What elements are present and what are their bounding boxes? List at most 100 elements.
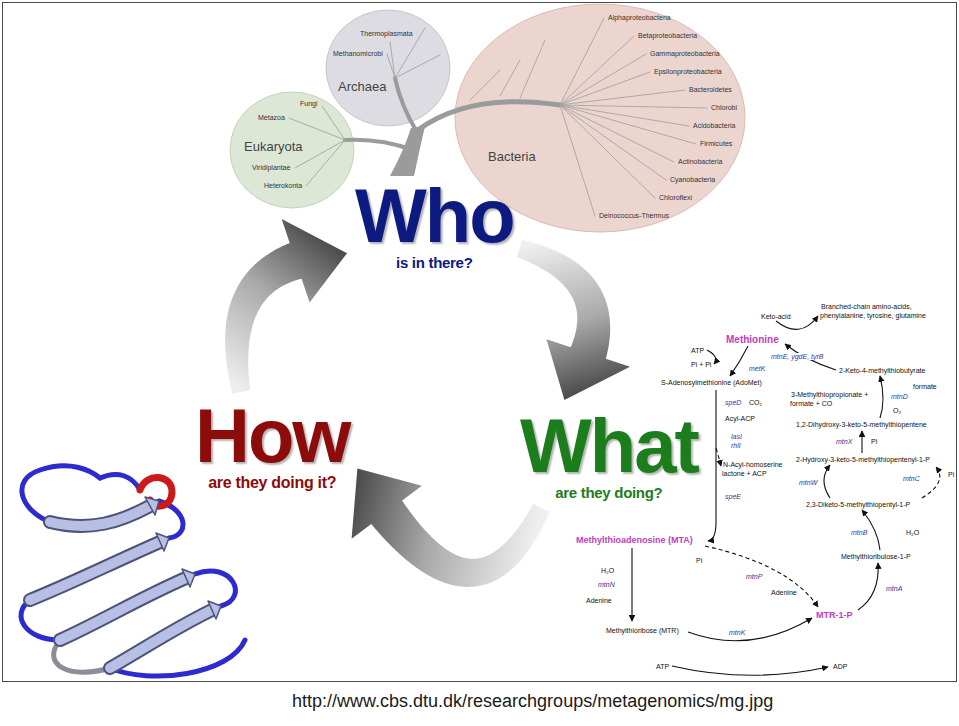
stage-heading: What xyxy=(520,408,698,484)
compound-label: Acyl-ACP xyxy=(724,415,756,422)
taxon-label-box: Alphaproteobacteria xyxy=(608,14,671,22)
strand-heads xyxy=(145,497,221,619)
domain-label-box: Bacteria xyxy=(488,150,536,164)
enzyme-label-box: mtnE, ygdE, tyrB xyxy=(770,352,825,361)
taxon-label-box: Epsilonproteobacteria xyxy=(654,68,722,76)
compound-label-box: Methylthioribulose-1-P xyxy=(840,552,912,561)
compound-label-box: 3-Methylthiopropionate + formate + CO xyxy=(790,390,878,408)
compound-label: formate xyxy=(912,383,938,390)
taxon-label-box: Firmicutes xyxy=(700,140,732,148)
domain-label: Archaea xyxy=(338,79,386,94)
enzyme-label: mtnE, ygdE, tyrB xyxy=(770,353,825,360)
compound-label-box: O₂ xyxy=(892,406,902,415)
compound-label: O₂ xyxy=(892,407,902,414)
cycle-stage: Whois in there? xyxy=(355,178,514,272)
stage-question: are they doing it? xyxy=(195,474,349,492)
taxon-label-box: Acidobacteria xyxy=(693,122,735,130)
domain-label-box: Archaea xyxy=(338,80,386,94)
source-caption-box: http://www.cbs.dtu.dk/researchgroups/met… xyxy=(292,690,773,712)
taxon-label-box: Actinobacteria xyxy=(678,158,722,166)
taxon-label: Epsilonproteobacteria xyxy=(654,68,722,75)
taxon-label: Bacteroidetes xyxy=(689,86,732,93)
compound-label: H₂O xyxy=(905,529,920,536)
compound-label-box: Adenine xyxy=(585,596,613,605)
compound-label-box: ATP xyxy=(655,662,670,671)
compound-label: ATP xyxy=(655,663,670,670)
taxon-label: Alphaproteobacteria xyxy=(608,14,671,21)
taxon-label-box: Viridiplantae xyxy=(252,164,290,172)
taxon-label: Methanomicrobi xyxy=(333,50,383,57)
compound-label-box: 2-Keto-4-methylthiobutyrate xyxy=(838,366,926,375)
compound-label: H₂O xyxy=(600,567,615,574)
compound-label-box: CO₂ xyxy=(748,398,763,407)
eukaryota-region xyxy=(230,92,354,208)
compound-label-box: Pi xyxy=(695,556,703,565)
taxon-label-box: Betaproteobacteria xyxy=(638,32,697,40)
compound-label-box: ATP xyxy=(690,346,705,355)
compound-label: Methylthioribose (MTR) xyxy=(605,627,680,634)
compound-label: 2,3-Diketo-5-methylthiopentyl-1-P xyxy=(805,501,911,508)
stage-question: are they doing? xyxy=(520,484,698,502)
pathway-dashed-arrows xyxy=(705,448,940,607)
enzyme-label: mtnX xyxy=(835,438,853,445)
enzyme-label: mtnP xyxy=(745,573,763,580)
taxon-label: Firmicutes xyxy=(700,140,732,147)
compound-label-box: 2-Hydroxy-3-keto-5-methylthiopentenyl-1-… xyxy=(795,455,931,464)
enzyme-label-box: mtnD xyxy=(890,392,909,401)
enzyme-label-box: rhlI xyxy=(730,441,742,450)
taxon-label-box: Cyanobacteria xyxy=(670,176,715,184)
taxon-label-box: Bacteroidetes xyxy=(689,86,732,94)
compound-label: Adenine xyxy=(770,589,798,596)
enzyme-label-box: speE xyxy=(724,492,742,501)
domain-label-box: Eukaryota xyxy=(244,140,303,154)
taxon-label: Metazoa xyxy=(258,114,285,121)
compound-label-box: Methylthioribose (MTR) xyxy=(605,626,680,635)
cycle-arrow xyxy=(352,469,550,587)
enzyme-label-box: metK xyxy=(748,364,766,373)
compound-label-box: 2,3-Diketo-5-methylthiopentyl-1-P xyxy=(805,500,911,509)
enzyme-label-box: mtnP xyxy=(745,572,763,581)
compound-label-box: H₂O xyxy=(905,528,920,537)
cycle-arrow xyxy=(517,240,630,400)
compound-label: Pi xyxy=(947,471,955,478)
key-compound-label-box: Methylthioadenosine (MTA) xyxy=(575,535,694,545)
key-compound-label-box: Methionine xyxy=(725,334,780,345)
enzyme-label-box: mtnN xyxy=(597,580,616,589)
protein-ribbons xyxy=(21,466,245,676)
enzyme-label: mtnA xyxy=(885,585,903,592)
compound-label-box: Branched-chain amino-acids, phenylalanin… xyxy=(820,302,950,320)
domain-label: Eukaryota xyxy=(244,139,303,154)
stage-question: is in there? xyxy=(355,254,514,272)
compound-label: ATP xyxy=(690,347,705,354)
enzyme-label-box: lasI xyxy=(730,432,743,441)
compound-label-box: Pi xyxy=(870,437,878,446)
domain-label: Bacteria xyxy=(488,149,536,164)
compound-label-box: Pi + Pi xyxy=(690,360,712,369)
compound-label-box: Acyl-ACP xyxy=(724,414,756,423)
enzyme-label-box: mtnX xyxy=(835,437,853,446)
compound-label-box: formate xyxy=(912,382,938,391)
taxon-label: Viridiplantae xyxy=(252,164,290,171)
taxon-label-box: Chlorobi xyxy=(711,104,737,112)
cycle-stage: Whatare they doing? xyxy=(520,408,698,502)
compound-label: S-Adenosylmethionine (AdoMet) xyxy=(660,379,763,386)
cycle-stage: Howare they doing it? xyxy=(195,398,349,492)
enzyme-label: mtnB xyxy=(850,529,868,536)
taxon-label-box: Methanomicrobi xyxy=(333,50,383,58)
enzyme-label: mtnD xyxy=(890,393,909,400)
enzyme-label-box: mtnB xyxy=(850,528,868,537)
key-compound-label: MTR-1-P xyxy=(815,610,854,620)
compound-label: ADP xyxy=(832,663,848,670)
compound-label-box: ADP xyxy=(832,662,848,671)
cycle-arrow xyxy=(225,219,347,394)
compound-label: Pi xyxy=(870,438,878,445)
enzyme-label: mtnC xyxy=(902,475,921,482)
compound-label: Adenine xyxy=(585,597,613,604)
compound-label-box: H₂O xyxy=(600,566,615,575)
taxon-label-box: Chloroflexi xyxy=(659,194,692,202)
compound-label-box: N-Acyl-homoserine lactone + ACP xyxy=(722,460,788,478)
enzyme-label-box: speD xyxy=(724,398,742,407)
archaea-region xyxy=(326,10,450,126)
enzyme-label-box: mtnK xyxy=(728,628,746,637)
enzyme-label: mtnK xyxy=(728,629,746,636)
